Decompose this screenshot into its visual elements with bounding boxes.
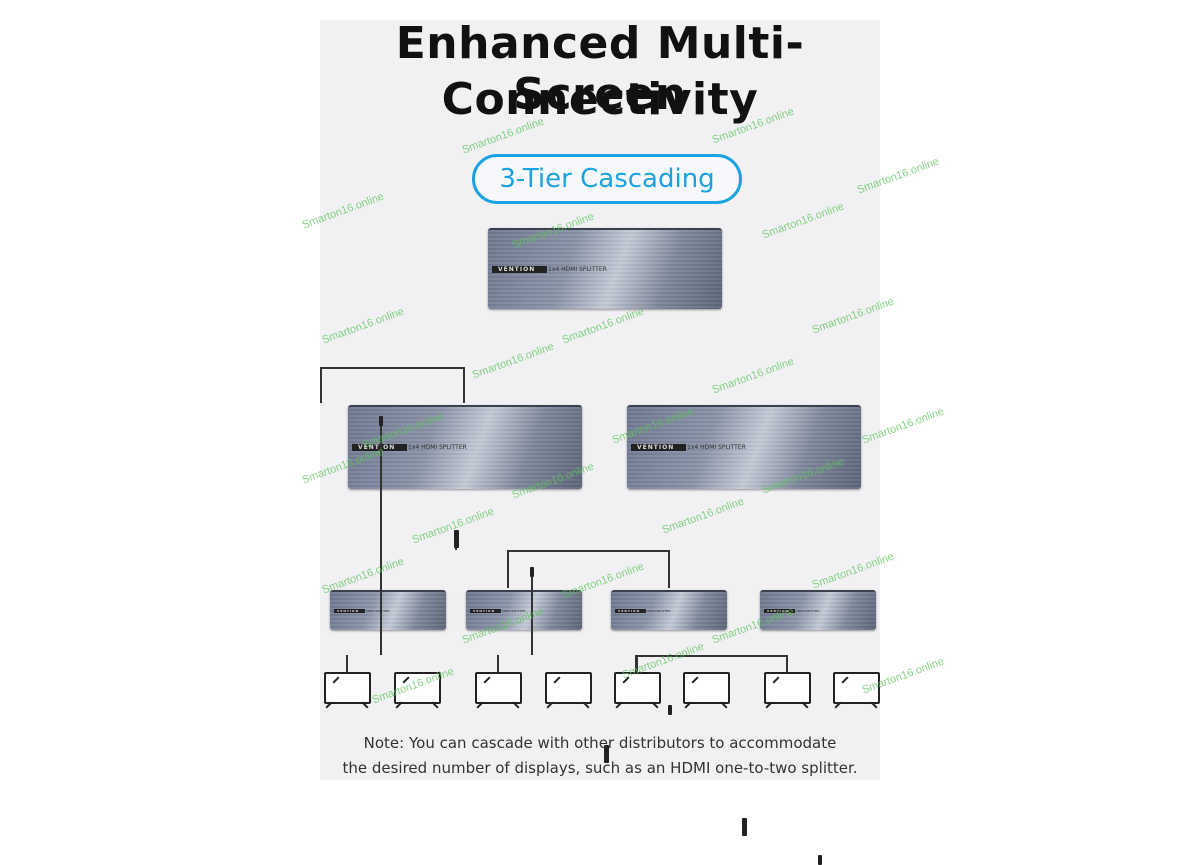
connector-line: [668, 550, 670, 588]
tv-icon: [545, 672, 592, 704]
splitter-brand: VENTION: [615, 609, 647, 614]
headline-line-1: Enhanced Multi-Screen: [395, 18, 805, 120]
hdmi-plug-icon: [603, 745, 609, 763]
splitter-brand: VENTION: [764, 609, 796, 614]
connector-line: [635, 655, 788, 657]
connector-line: [380, 426, 382, 655]
tv-icon: [764, 672, 811, 704]
connector-line: [636, 655, 638, 672]
tv-icon: [833, 672, 880, 704]
tier-badge: 3-Tier Cascading: [472, 154, 742, 204]
product-panel: [320, 20, 880, 780]
connector-line: [507, 550, 670, 552]
tv-icon: [394, 672, 441, 704]
connector-line: [455, 548, 457, 550]
tv-icon: [683, 672, 730, 704]
connector-line: [320, 367, 322, 403]
connector-line: [497, 655, 499, 672]
note-line-1: Note: You can cascade with other distrib…: [363, 734, 837, 752]
headline-line-2: Connectivity: [441, 74, 759, 125]
tv-icon: [475, 672, 522, 704]
hdmi-plug-icon: [530, 567, 534, 577]
tv-icon: [324, 672, 371, 704]
hdmi-plug-icon: [818, 855, 822, 865]
splitter-model: 1x4 HDMI SPLITTER: [687, 443, 746, 451]
connector-line: [635, 655, 637, 672]
connector-line: [463, 367, 465, 403]
connector-line: [320, 367, 465, 369]
splitter-brand: VENTION: [492, 265, 548, 273]
hdmi-plug-icon: [453, 530, 459, 548]
hdmi-plug-icon: [668, 705, 672, 715]
hdmi-plug-icon: [741, 818, 747, 836]
connector-line: [786, 655, 788, 672]
splitter-model: 1x4 HDMI SPLITTER: [408, 443, 467, 451]
connector-line: [346, 655, 348, 672]
note-line-2: the desired number of displays, such as …: [342, 759, 858, 777]
tv-icon: [614, 672, 661, 704]
splitter-model: 1x4 HDMI SPLITTER: [790, 609, 820, 614]
splitter-model: 1x4 HDMI SPLITTER: [360, 609, 390, 614]
connector-line: [507, 550, 509, 588]
splitter-brand: VENTION: [631, 443, 687, 451]
splitter-model: 1x4 HDMI SPLITTER: [496, 609, 526, 614]
splitter-brand: VENTION: [352, 443, 408, 451]
connector-line: [531, 577, 533, 655]
splitter-brand: VENTION: [334, 609, 366, 614]
splitter-model: 1x4 HDMI SPLITTER: [548, 265, 607, 273]
splitter-model: 1x4 HDMI SPLITTER: [641, 609, 671, 614]
hdmi-plug-icon: [379, 416, 383, 426]
splitter-brand: VENTION: [470, 609, 502, 614]
